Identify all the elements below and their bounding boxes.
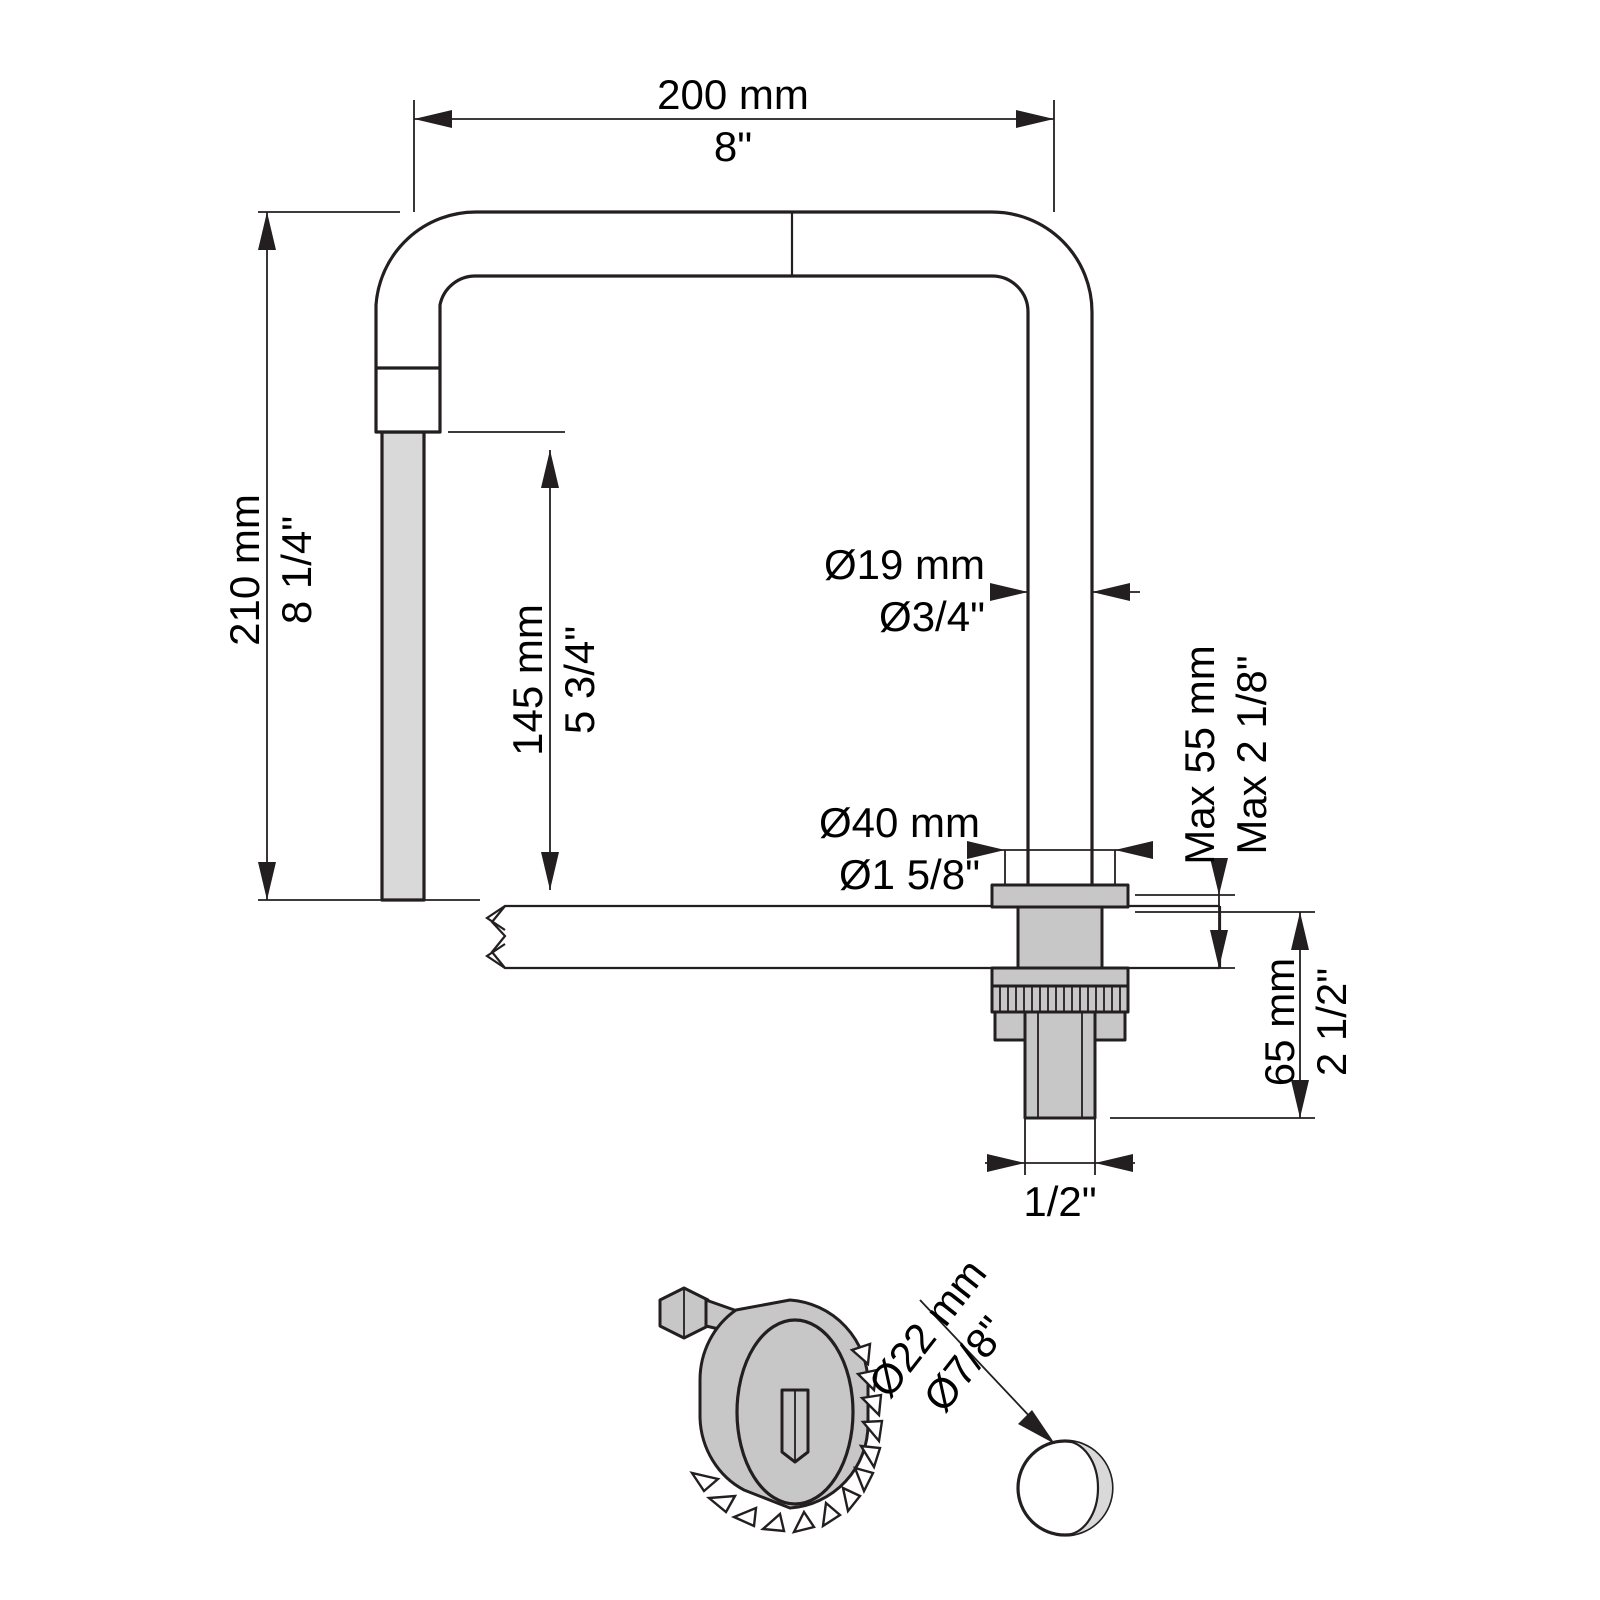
faucet-threaded-shank xyxy=(1023,1010,1097,1120)
dim-spout-reach-metric: 200 mm xyxy=(657,71,809,118)
faucet-spout-outlet-stream xyxy=(380,430,426,902)
faucet-base-flange xyxy=(990,883,1130,909)
hole-saw-teeth xyxy=(689,1342,884,1534)
dim-base-diameter: Ø40 mm Ø1 5/8" xyxy=(819,799,1153,898)
dim-spout-height-metric: 145 mm xyxy=(504,604,551,756)
countertop-deck xyxy=(485,904,1222,970)
dim-base-diameter-metric: Ø40 mm xyxy=(819,799,980,846)
hole-saw-inner-opening xyxy=(735,1318,855,1506)
dim-thread-size: 1/2" xyxy=(985,1118,1135,1225)
dim-spout-reach-imperial: 8" xyxy=(714,123,752,170)
dim-shank-length-metric: 65 mm xyxy=(1256,958,1303,1086)
dim-base-diameter-imperial: Ø1 5/8" xyxy=(839,851,980,898)
dim-overall-height: 210 mm 8 1/4" xyxy=(221,211,480,901)
dim-hole-saw-diameter: Ø22 mm Ø7/8" xyxy=(859,1250,1114,1537)
drilled-hole-shading xyxy=(1065,1441,1112,1535)
faucet-mounting-nut xyxy=(990,984,1130,1014)
faucet-washer xyxy=(990,966,1130,988)
faucet-tube-outer xyxy=(374,210,1094,895)
faucet-tube-inner xyxy=(438,274,1030,895)
dim-max-deck-imperial: Max 2 1/8" xyxy=(1228,655,1275,854)
dim-spout-reach: 200 mm 8" xyxy=(413,71,1055,212)
dim-shank-length: 65 mm 2 1/2" xyxy=(1110,911,1355,1119)
dim-tube-diameter-metric: Ø19 mm xyxy=(824,541,985,588)
dim-thread-size-imperial: 1/2" xyxy=(1023,1178,1096,1225)
faucet-nut-right-flange xyxy=(1093,1010,1127,1042)
dim-tube-diameter: Ø19 mm Ø3/4" xyxy=(824,541,1140,640)
dim-overall-height-metric: 210 mm xyxy=(221,494,268,646)
dim-overall-height-imperial: 8 1/4" xyxy=(273,516,320,624)
dim-max-deck-thickness: Max 55 mm Max 2 1/8" xyxy=(1135,645,1275,969)
hole-saw-illustration xyxy=(658,1286,884,1534)
dim-max-deck-metric: Max 55 mm xyxy=(1176,645,1223,864)
faucet-shank-through-deck xyxy=(1016,905,1104,971)
faucet-spout-tip xyxy=(374,366,442,434)
faucet-nut-left-flange xyxy=(993,1010,1027,1042)
dim-spout-height: 145 mm 5 3/4" xyxy=(448,431,603,890)
dim-tube-diameter-imperial: Ø3/4" xyxy=(879,593,985,640)
dim-spout-height-imperial: 5 3/4" xyxy=(556,626,603,734)
dim-shank-length-imperial: 2 1/2" xyxy=(1308,968,1355,1076)
